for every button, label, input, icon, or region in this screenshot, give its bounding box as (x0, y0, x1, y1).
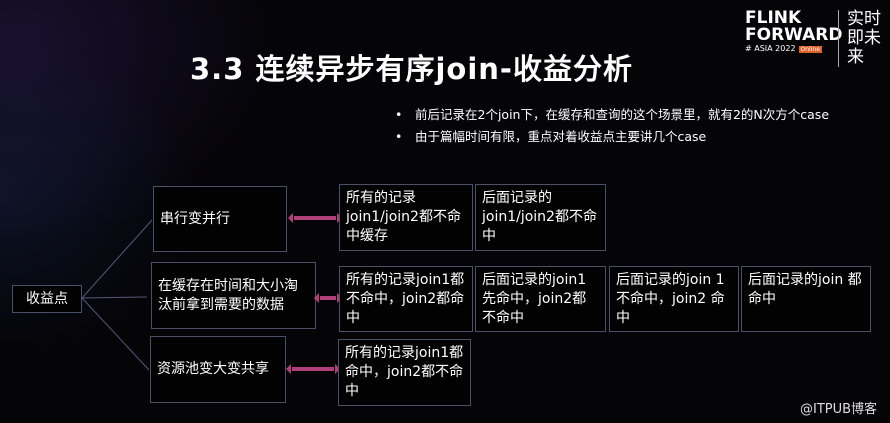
logo-line1: FLINK (745, 8, 802, 28)
logo-tag: Online (798, 46, 822, 53)
root-node: 收益点 (12, 285, 82, 313)
branch-node: 资源池变大变共享 (150, 336, 286, 403)
case-node: 后面记录的join 都命中 (741, 266, 871, 332)
double-arrow (286, 364, 340, 374)
branch-node: 在缓存在时间和大小淘汰前拿到需要的数据 (151, 262, 316, 329)
case-node: 所有的记录join1都不命中，join2都命中 (339, 266, 473, 332)
watermark: @ITPUB博客 (800, 402, 878, 417)
slide-title: 3.3 连续异步有序join-收益分析 (190, 52, 633, 86)
logo-sub: # ASIA 2022 (745, 44, 796, 53)
slogan: 实时即未来 (838, 10, 888, 67)
double-arrow (288, 213, 342, 223)
case-node: 后面记录的join1先命中，join2都不命中 (475, 266, 606, 332)
case-node: 后面记录的join 1不命中，join2 命中 (609, 266, 739, 332)
case-node: 所有的记录join1/join2都不命中缓存 (339, 184, 473, 251)
case-node: 所有的记录join1都命中，join2都不命中 (338, 339, 471, 406)
logo-line2: FORWARD (745, 25, 843, 45)
double-arrow (314, 293, 342, 303)
bullet: 前后记录在2个join下，在缓存和查询的这个场景里，就有2的N次方个case (395, 104, 829, 126)
branch-node: 串行变并行 (153, 186, 287, 252)
bullet: 由于篇幅时间有限，重点对着收益点主要讲几个case (395, 126, 829, 148)
bullet-list: 前后记录在2个join下，在缓存和查询的这个场景里，就有2的N次方个case 由… (395, 104, 829, 148)
case-node: 后面记录的join1/join2都不命中 (475, 184, 606, 251)
